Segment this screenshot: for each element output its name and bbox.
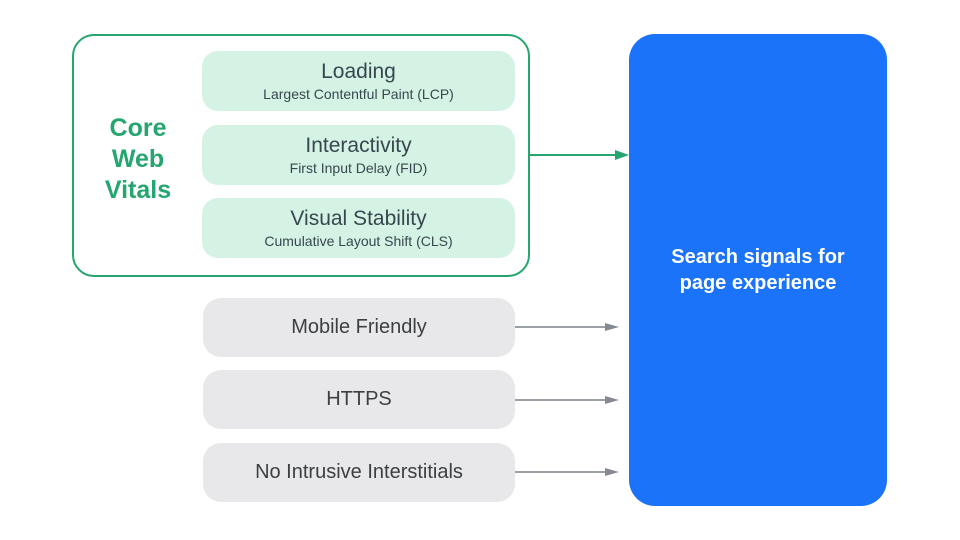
metric-title: Loading bbox=[321, 60, 396, 83]
signal-no-intrusive-interstitials: No Intrusive Interstitials bbox=[203, 443, 515, 502]
signal-label: HTTPS bbox=[326, 388, 392, 410]
cwv-metric-interactivity: Interactivity First Input Delay (FID) bbox=[202, 125, 515, 185]
signal-mobile-friendly: Mobile Friendly bbox=[203, 298, 515, 357]
arrow-right-icon bbox=[515, 323, 619, 331]
search-signals-label: Search signals for page experience bbox=[671, 246, 845, 294]
arrow-right-icon bbox=[515, 468, 619, 476]
signal-label: No Intrusive Interstitials bbox=[255, 461, 463, 483]
metric-subtitle: Largest Contentful Paint (LCP) bbox=[263, 86, 454, 102]
metric-title: Interactivity bbox=[305, 134, 412, 157]
signal-https: HTTPS bbox=[203, 370, 515, 429]
metric-subtitle: Cumulative Layout Shift (CLS) bbox=[264, 233, 453, 249]
metric-subtitle: First Input Delay (FID) bbox=[289, 160, 428, 176]
cwv-metric-visual-stability: Visual Stability Cumulative Layout Shift… bbox=[202, 198, 515, 258]
arrow-right-icon bbox=[529, 150, 629, 160]
search-signals-box: Search signals for page experience bbox=[629, 34, 887, 506]
metric-title: Visual Stability bbox=[290, 207, 427, 230]
arrow-right-icon bbox=[515, 396, 619, 404]
signal-label: Mobile Friendly bbox=[291, 316, 427, 338]
cwv-metric-loading: Loading Largest Contentful Paint (LCP) bbox=[202, 51, 515, 111]
core-web-vitals-label: Core Web Vitals bbox=[104, 114, 172, 204]
